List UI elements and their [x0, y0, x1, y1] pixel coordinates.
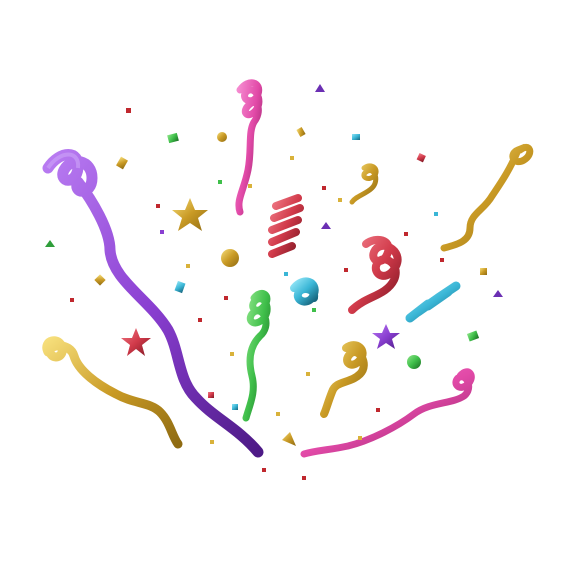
red-star — [121, 328, 151, 356]
red-ribbon — [348, 235, 402, 314]
blue-coil-left — [290, 277, 319, 306]
red-coil — [268, 194, 304, 258]
purple-star — [372, 324, 400, 349]
blue-coil-right — [405, 281, 461, 323]
gold-curl-top — [349, 163, 379, 205]
gold-star — [172, 198, 208, 231]
pink-ribbon — [235, 79, 263, 216]
confetti-pieces — [45, 84, 503, 480]
pink-ribbon-bottom — [300, 368, 475, 458]
gold-ribbon-right — [440, 143, 534, 252]
green-ribbon — [242, 290, 271, 422]
gold-ribbon-center — [320, 341, 368, 418]
purple-ribbon — [42, 149, 264, 458]
gold-ribbon-left — [42, 336, 183, 449]
